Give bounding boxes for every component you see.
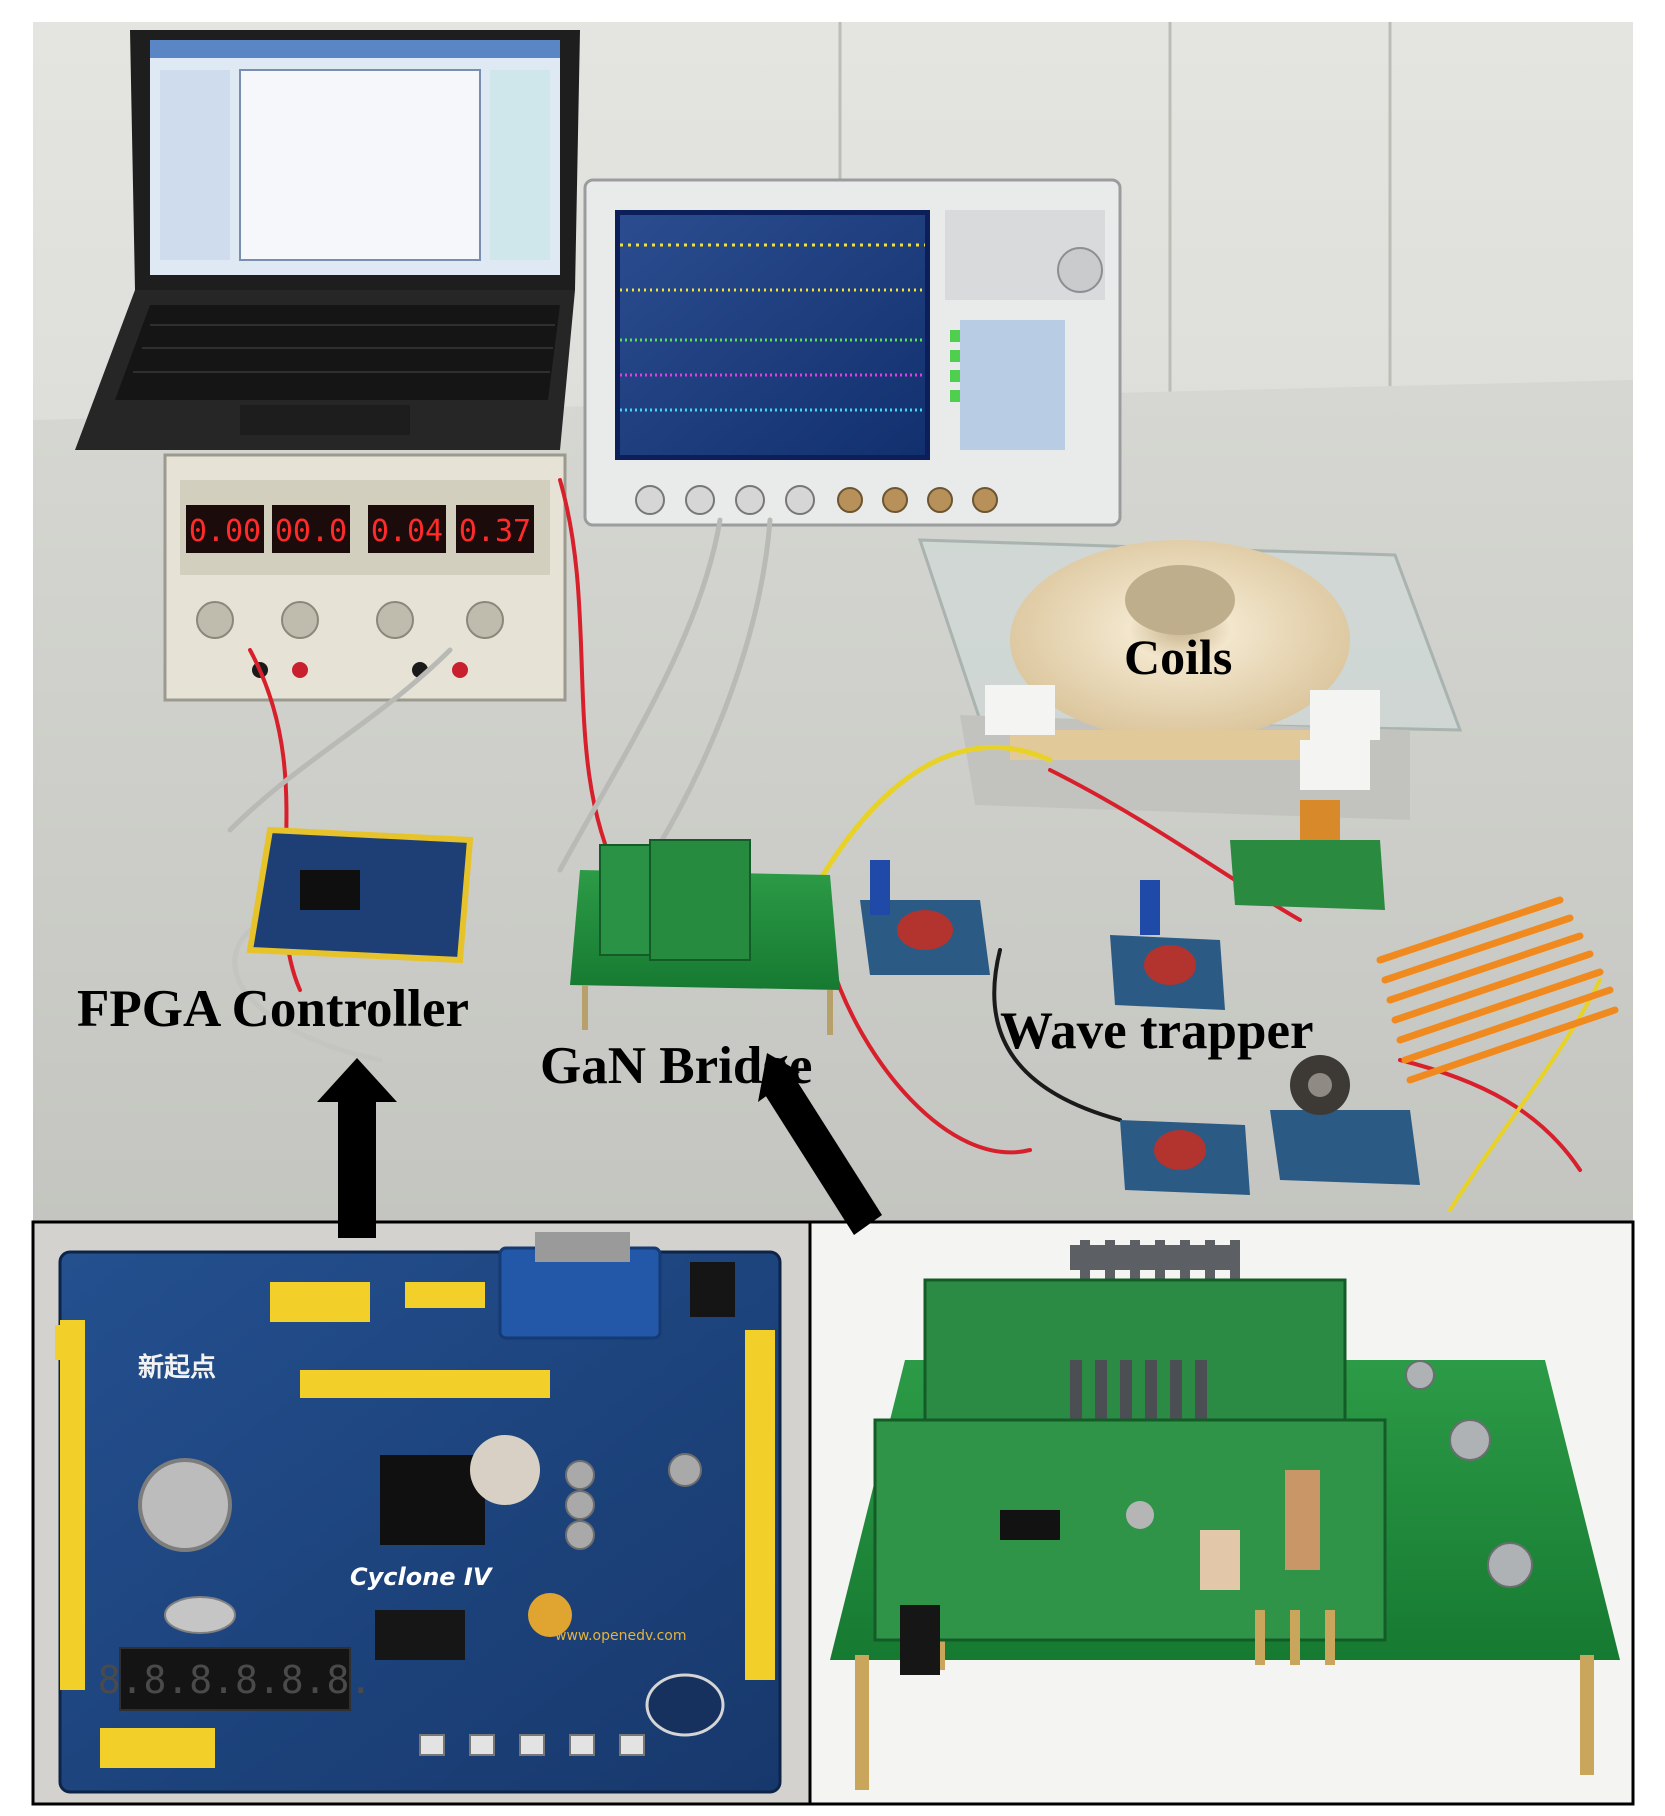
inset-gan-bridge-photo — [810, 1222, 1633, 1804]
power-supply-knobs — [196, 601, 504, 639]
psu-readout-1: 0.00 — [189, 514, 261, 549]
power-jack — [690, 1262, 735, 1317]
fpga-controller-small — [246, 826, 474, 964]
inset-borders — [31, 1220, 1635, 1806]
coin-battery — [138, 1458, 232, 1552]
fpga-brand-text: 新起点 — [138, 1352, 216, 1383]
scope-traces — [620, 243, 925, 412]
label-fpga-controller: FPGA Controller — [77, 980, 470, 1038]
filter-boards — [860, 800, 1420, 1195]
fpga-yellow-headers — [55, 1282, 775, 1768]
fpga-capacitors — [565, 1453, 702, 1550]
label-gan-bridge: GaN Bridge — [540, 1037, 813, 1095]
label-wave-trapper: Wave trapper — [1000, 1002, 1314, 1060]
front-card-components — [1000, 1470, 1320, 1590]
arrows — [317, 1053, 882, 1238]
seven-segment-digits: 8.8.8.8.8.8. — [98, 1658, 373, 1702]
psu-readout-3: 0.04 — [371, 514, 443, 549]
arrow-fpga-controller — [317, 1058, 397, 1238]
power-supply-displays: 0.00 00.0 0.04 0.37 — [186, 505, 534, 553]
push-buttons — [419, 1734, 645, 1756]
brass-terminals — [1255, 1610, 1335, 1665]
coil-assembly — [917, 538, 1463, 820]
arrow-gan-bridge — [758, 1053, 882, 1235]
power-supply: 0.00 00.0 0.04 0.37 — [163, 453, 567, 702]
scope-probe-inputs — [635, 485, 815, 515]
front-daughter-card — [873, 1418, 1387, 1642]
mascot-logo — [645, 1673, 725, 1737]
sdram-chip — [375, 1610, 465, 1660]
fpga-website-text: www.openedv.com — [555, 1628, 687, 1644]
pin-header — [900, 1605, 940, 1675]
heatsink — [1070, 1240, 1240, 1285]
label-coils: Coils — [1124, 629, 1233, 685]
seven-segment-display — [119, 1647, 351, 1711]
scope-buttons — [950, 330, 960, 402]
fpga-chip-text: Cyclone IV — [350, 1563, 494, 1591]
orange-coil-bundle — [1376, 896, 1619, 1084]
psu-readout-2: 00.0 — [275, 514, 347, 549]
gan-bridge-small — [570, 839, 840, 1035]
inset-fpga-board-photo: 8.8.8.8.8.8. 新起点 Cyclone IV www.openedv.… — [33, 1222, 810, 1804]
main-photo: 0.00 00.0 0.04 0.37 — [33, 22, 1633, 1222]
psu-readout-4: 0.37 — [459, 514, 531, 549]
laptop — [75, 30, 580, 450]
oscilloscope — [583, 178, 1122, 527]
vendor-logo-badge — [528, 1593, 572, 1637]
fpga-chip — [380, 1455, 485, 1545]
crystal-oscillator — [164, 1596, 236, 1634]
foam-blocks — [985, 685, 1380, 790]
logo-sticker — [470, 1435, 540, 1505]
screw-terminals — [1405, 1360, 1533, 1588]
scope-aux-inputs — [837, 487, 998, 513]
